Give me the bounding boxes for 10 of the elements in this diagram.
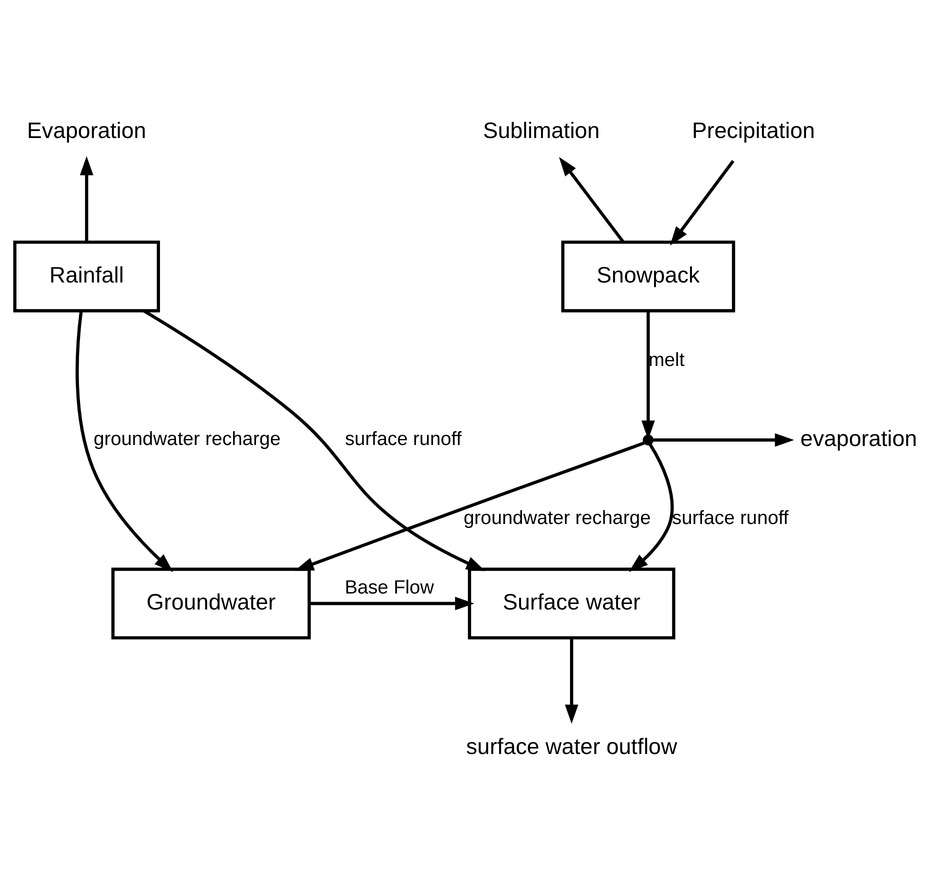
edge-label: surface runoff	[672, 508, 789, 529]
node-text: Evaporation	[27, 118, 146, 143]
node-text: evaporation	[800, 426, 918, 451]
node-text: Precipitation	[692, 118, 815, 143]
edge-label: Base Flow	[344, 577, 434, 598]
edge-label: groundwater recharge	[94, 428, 281, 450]
node-text: Sublimation	[482, 118, 600, 143]
edge-label: surface runoff	[345, 428, 462, 450]
edge-label: groundwater recharge	[464, 508, 651, 529]
node-text: surface water outflow	[466, 734, 678, 759]
